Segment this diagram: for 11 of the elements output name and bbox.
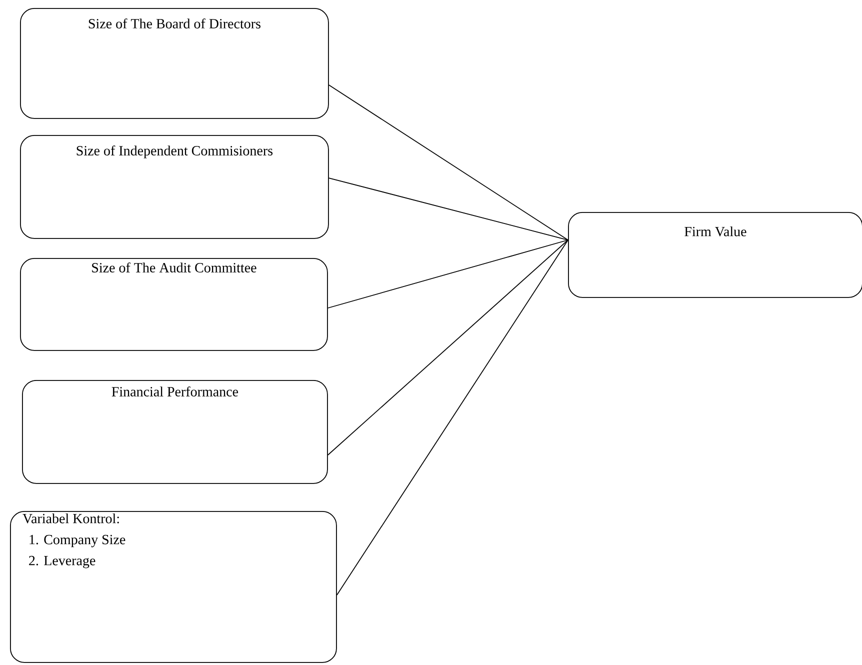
connector-line bbox=[327, 240, 568, 456]
connector-line bbox=[328, 178, 568, 240]
text-box: Size of The Board of Directors bbox=[20, 8, 329, 119]
connector-line bbox=[327, 240, 568, 308]
connector-line bbox=[328, 84, 568, 240]
connector-line bbox=[336, 240, 568, 596]
text-box: Size of Independent Commisioners bbox=[20, 135, 329, 239]
text-box: Size of The Audit Committee bbox=[20, 258, 328, 351]
text-box: Firm Value bbox=[568, 212, 862, 298]
text-box: Financial Performance bbox=[22, 380, 328, 484]
text-box: Variabel Kontrol: 1. Company Size 2. Leverage bbox=[10, 511, 337, 663]
